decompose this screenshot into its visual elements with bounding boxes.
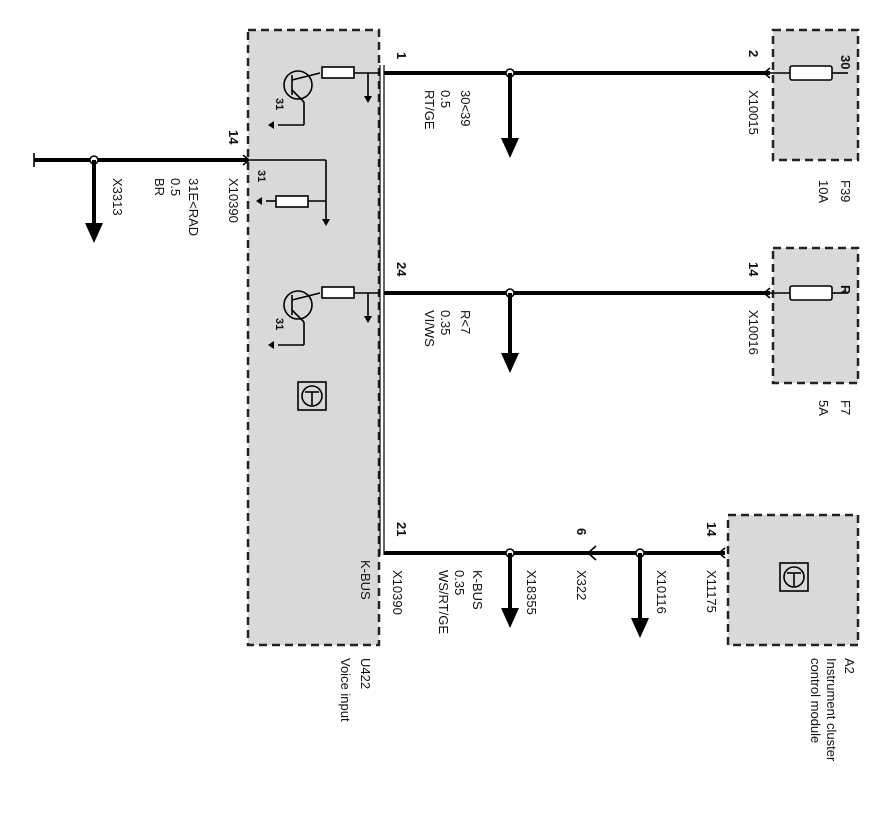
pin-1-label: 1 (394, 52, 409, 60)
pin-2-label: 2 (746, 50, 761, 58)
connector-x322-label: X322 (574, 570, 589, 601)
module-a2-id-label: A2 (842, 658, 857, 674)
voice-input-module-box[interactable] (246, 28, 381, 647)
connector-symbol (717, 547, 726, 559)
splice-x10116-label: X10116 (654, 570, 669, 614)
transistor-lead (291, 89, 305, 103)
wire-color-label: RT/GE (422, 90, 437, 130)
fuse-f7-element-icon (789, 285, 833, 301)
module-a2-name-label-1: Instrument cluster (824, 658, 839, 762)
resistor-icon (321, 66, 355, 79)
connector-x10015-label: X10015 (746, 90, 761, 135)
transistor-icon (283, 290, 313, 320)
wire-code-label: R<7 (458, 310, 473, 335)
wire-code-label: 31E<RAD (186, 178, 201, 237)
wire-code-label: 30<39 (458, 90, 473, 127)
ground-arrow-icon (268, 121, 274, 129)
ground-31-label: 31 (255, 170, 267, 183)
arrow-down-icon (501, 608, 519, 628)
fuse-f7-box[interactable] (771, 246, 860, 385)
ground-arrow-icon (268, 341, 274, 349)
resistor-icon (275, 195, 309, 208)
module-a2-name-label-2: control module (808, 658, 823, 744)
connector-x10390-ground-label: X10390 (226, 178, 241, 223)
connector-symbol (762, 67, 771, 79)
kbus-wire-label: K-BUS (470, 570, 485, 610)
connector-x11175-label: X11175 (704, 570, 719, 613)
pin-14-cluster-label: 14 (704, 522, 719, 537)
connector-symbol (762, 287, 771, 299)
splice-x18355-label: X18355 (524, 570, 539, 615)
connector-symbol (586, 545, 597, 561)
wire-color-label: BR (152, 178, 167, 197)
ground-31-label: 31 (273, 98, 285, 111)
ground-arrow-icon (256, 197, 262, 205)
transistor-lead (291, 309, 305, 323)
connector-x10390-label: X10390 (390, 570, 405, 615)
transistor-lead (291, 292, 321, 301)
arrow-down-icon (501, 138, 519, 158)
fuse-f7-id-label: F7 (838, 400, 853, 416)
cluster-module-icon (779, 562, 809, 592)
pin-24-label: 24 (394, 262, 409, 277)
module-u422-name-label: Voice input (338, 658, 353, 722)
voice-module-icon-circle (301, 385, 323, 407)
transistor-lead (291, 72, 321, 81)
wire-gauge-label: 0.5 (438, 90, 453, 109)
connector-x10016-label: X10016 (746, 310, 761, 355)
transistor-icon (283, 70, 313, 100)
arrow-down-icon (631, 618, 649, 638)
instrument-cluster-box[interactable] (726, 513, 860, 647)
fuse-f39-element-icon (789, 65, 833, 81)
ground-arrow-icon (364, 96, 372, 103)
module-u422-id-label: U422 (358, 658, 373, 690)
wire-gauge-label: 0.35 (452, 570, 467, 596)
pin-14-label: 14 (746, 262, 761, 277)
fuse-f39-box[interactable] (771, 28, 860, 162)
fuse-f7-rating-label: 5A (816, 400, 831, 416)
wire-gauge-label: 0.35 (438, 310, 453, 336)
voice-module-icon (297, 381, 327, 411)
ground-31-label: 31 (273, 318, 285, 331)
arrow-down-icon (85, 223, 103, 243)
pin-14-ground-label: 14 (226, 130, 241, 145)
pin-21-label: 21 (394, 522, 409, 537)
fuse-f39-rating-label: 10A (816, 180, 831, 204)
ground-arrow-icon (364, 316, 372, 323)
wire-color-label: WS/RT/GE (436, 570, 451, 635)
splice-x3313-label: X3313 (110, 178, 125, 216)
resistor-icon (321, 286, 355, 299)
arrow-down-icon (501, 353, 519, 373)
wire-gauge-label: 0.5 (168, 178, 183, 197)
pin-6-label: 6 (574, 528, 589, 536)
fuse-f39-id-label: F39 (838, 180, 853, 203)
wire-color-label: VI/WS (422, 310, 437, 347)
fuse-f7-terminal-label: R (838, 285, 853, 295)
connector-symbol (242, 154, 251, 166)
fuse-f39-terminal-label: 30 (838, 55, 853, 70)
cluster-module-icon-circle (783, 566, 805, 588)
ground-arrow-icon (322, 219, 330, 226)
module-kbus-label: K-BUS (358, 560, 373, 600)
